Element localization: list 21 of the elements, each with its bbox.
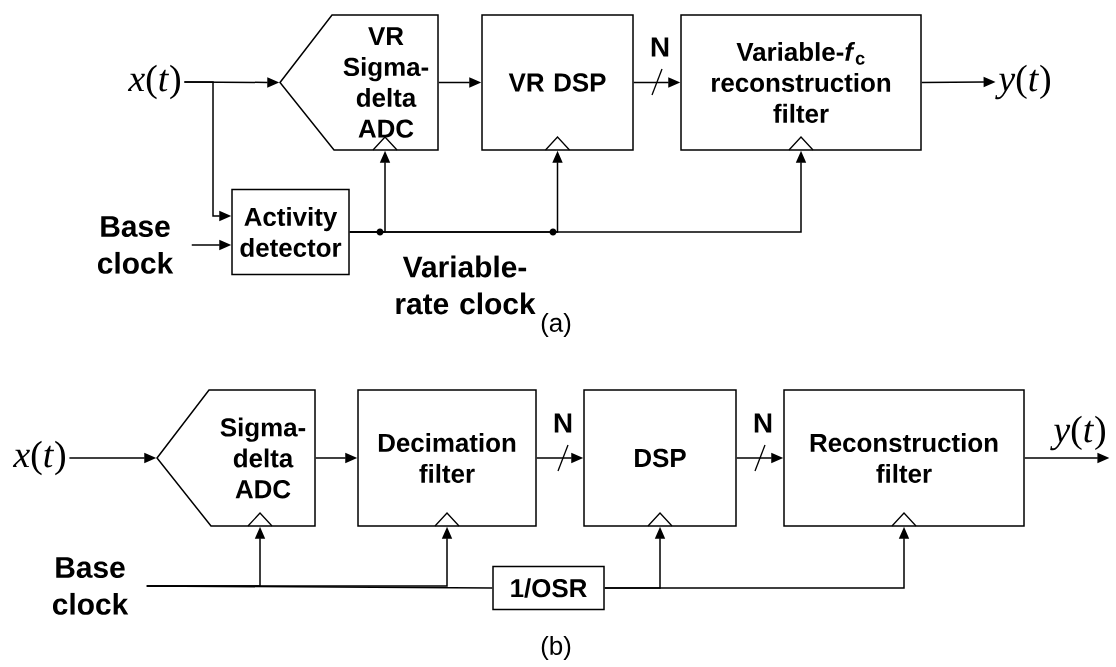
panel-label: (a) [541,312,571,338]
signal-label: y(t) [995,64,1050,100]
clock-label: Base clock [97,216,174,274]
block-box: Reconstruction filter [783,389,1025,527]
edge-label: N [554,413,572,433]
edge-label: N [651,37,669,57]
adc-block: Sigma-delta ADC [156,389,316,527]
signal-label: y(t) [1050,415,1105,451]
signal-label: x(t) [12,440,65,476]
clock-label: Variable-rate clock [396,255,536,315]
block-box: DSP [583,389,737,527]
panel-label: (b) [541,635,571,661]
block-box: Variable-f$_{c}$ reconstruction filter [680,14,922,151]
adc-block: VR Sigma-delta ADC [279,14,439,151]
block-box: VR DSP [481,14,634,151]
edge-label: N [754,413,772,433]
clock-label: Base clock [52,557,129,615]
block-box: Decimation filter [357,389,537,527]
signal-label: x(t) [127,64,180,100]
block-box: 1/OSR [492,565,605,611]
block-box: Activity detector [231,188,350,276]
